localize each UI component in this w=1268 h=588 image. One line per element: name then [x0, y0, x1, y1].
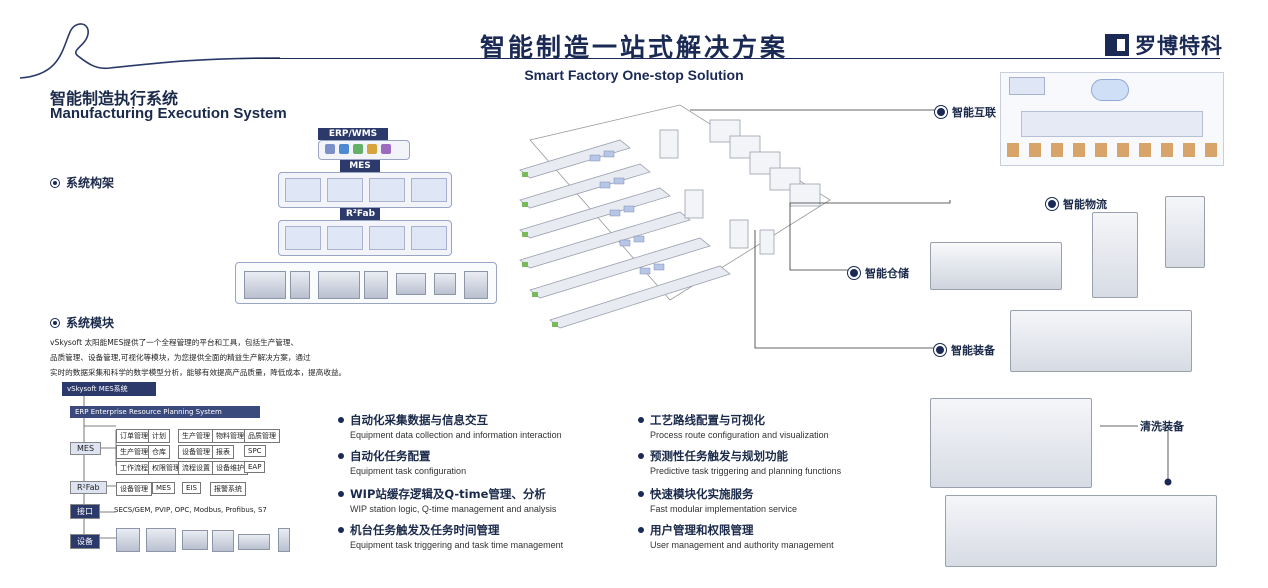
company-logo: 罗博特科 [1105, 30, 1223, 60]
tree-node: 品质管理 [244, 429, 280, 443]
title-divider [240, 58, 1220, 59]
feature-item: 预测性任务触发与规划功能 Predictive task triggering … [638, 448, 841, 476]
tree-node: 设备管理 [116, 482, 152, 496]
equipment-thumb [212, 530, 234, 552]
cleaning-equipment-image [930, 398, 1092, 488]
arch-layer-erp-title: ERP/WMS [318, 128, 388, 140]
mes-description: vSkysoft 太阳能MES提供了一个全程管理的平台和工具，包括生产管理、 品… [50, 335, 380, 380]
arch-layer-fab-title: R²Fab [340, 208, 380, 220]
equipment-thumb [182, 530, 208, 550]
smart-equipment-image [1010, 310, 1192, 372]
callout-connector-lines [690, 109, 951, 349]
callout-dot-icon [848, 267, 860, 279]
page-subtitle: Smart Factory One-stop Solution [524, 67, 744, 83]
tree-node: 流程设置 [178, 461, 214, 475]
bullet-dot-icon [638, 527, 644, 533]
tree-node: 报表 [212, 445, 234, 459]
tree-node: 报警系统 [210, 482, 246, 496]
arch-layer-erp [318, 140, 410, 160]
cleaning-connector-vertical [1164, 430, 1172, 486]
tree-node: MES [152, 482, 175, 494]
arch-layer-mes [278, 172, 452, 208]
logo-text: 罗博特科 [1135, 34, 1223, 58]
tree-node: SPC [244, 445, 266, 457]
interface-protocols: SECS/GEM, PVIP, OPC, Modbus, Profibus, S… [114, 506, 267, 514]
tree-node: 仓库 [148, 445, 170, 459]
callout-equipment: 智能装备 [934, 342, 995, 358]
feature-item: 自动化采集数据与信息交互 Equipment data collection a… [338, 412, 562, 440]
bullet-dot-icon [338, 527, 344, 533]
circle-bullet-icon [50, 177, 60, 188]
logo-swoosh-decoration [19, 23, 281, 79]
tree-erp: ERP Enterprise Resource Planning System [70, 406, 260, 418]
arch-equipment-row [235, 262, 497, 304]
logo-mark-icon [1105, 34, 1129, 56]
callout-interconnect: 智能互联 [935, 104, 996, 120]
tree-label-interface: 接口 [70, 504, 100, 519]
logistics-robot-image [1092, 212, 1138, 298]
feature-item: WIP站缓存逻辑及Q-time管理、分析 WIP station logic, … [338, 486, 556, 514]
bullet-dot-icon [338, 417, 344, 423]
tree-node: 设备管理 [178, 445, 214, 459]
architecture-heading-label: 系统构架 [66, 176, 115, 190]
feature-item: 自动化任务配置 Equipment task configuration [338, 448, 466, 476]
tree-node: 订单管理 [116, 429, 152, 443]
callout-logistics: 智能物流 [1046, 196, 1107, 212]
tree-node: 生产管理 [178, 429, 214, 443]
equipment-thumb [146, 528, 176, 552]
tree-root: vSkysoft MES系统 [62, 382, 156, 396]
tree-label-fab: R²Fab [70, 481, 107, 494]
description-line-2: 品质管理、设备管理,可视化等模块，为您提供全面的精益生产解决方案，通过 [50, 353, 311, 362]
cleaning-line-image [945, 495, 1217, 567]
bullet-dot-icon [638, 453, 644, 459]
equipment-thumb [278, 528, 290, 552]
callout-storage: 智能仓储 [848, 265, 909, 281]
architecture-heading: 系统构架 [50, 174, 114, 191]
tree-label-mes: MES [70, 442, 102, 455]
arch-layer-fab [278, 220, 452, 256]
tree-node: EAP [244, 461, 266, 473]
bullet-dot-icon [338, 453, 344, 459]
modules-heading: 系统模块 [50, 314, 114, 331]
equipment-thumb [116, 528, 140, 552]
tree-label-equipment: 设备 [70, 534, 100, 549]
feature-item: 用户管理和权限管理 User management and authority … [638, 522, 834, 550]
factory-layout-illustration [519, 104, 831, 329]
section-title-en: Manufacturing Execution System [50, 105, 287, 122]
tree-node: 设备维护 [212, 461, 248, 475]
logistics-robot-image [1165, 196, 1205, 268]
description-line-1: vSkysoft 太阳能MES提供了一个全程管理的平台和工具，包括生产管理、 [50, 338, 299, 347]
tree-node: 计划 [148, 429, 170, 443]
description-line-3: 实时的数据采集和科学的数学模型分析，能够有效提高产品质量，降低成本，提高收益。 [50, 368, 347, 377]
tree-node: 生产管理 [116, 445, 152, 459]
page-title: 智能制造一站式解决方案 [479, 33, 788, 62]
feature-item: 机台任务触发及任务时间管理 Equipment task triggering … [338, 522, 563, 550]
tree-node: 物料管理 [212, 429, 248, 443]
section-title-cn: 智能制造执行系统 [50, 89, 179, 108]
bullet-dot-icon [638, 491, 644, 497]
callout-dot-icon [935, 106, 947, 118]
arch-layer-mes-title: MES [340, 160, 380, 172]
network-diagram [1000, 72, 1224, 166]
equipment-thumb [238, 534, 270, 550]
tree-node: EIS [182, 482, 201, 494]
circle-bullet-icon [50, 317, 60, 328]
storage-rack-image [930, 242, 1062, 290]
bullet-dot-icon [638, 417, 644, 423]
tree-node: 工作流程 [116, 461, 152, 475]
callout-dot-icon [1046, 198, 1058, 210]
cleaning-connector [1100, 424, 1160, 494]
feature-item: 快速模块化实施服务 Fast modular implementation se… [638, 486, 797, 514]
tree-node: 权限管理 [148, 461, 184, 475]
callout-dot-icon [934, 344, 946, 356]
bullet-dot-icon [338, 491, 344, 497]
callout-cleaning: 清洗装备 [1140, 420, 1184, 433]
modules-heading-label: 系统模块 [66, 316, 115, 330]
feature-item: 工艺路线配置与可视化 Process route configuration a… [638, 412, 829, 440]
